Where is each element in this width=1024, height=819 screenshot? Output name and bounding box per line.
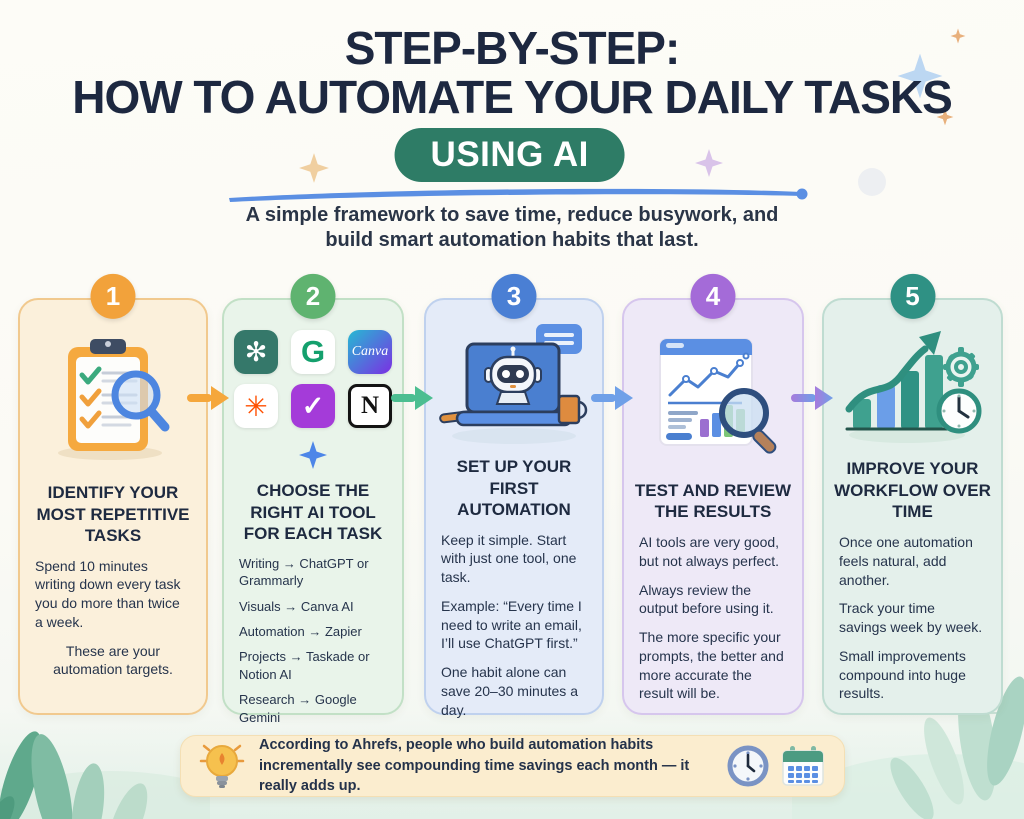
sparkle-icon bbox=[936, 108, 954, 126]
sparkle-icon bbox=[299, 153, 329, 183]
step-paragraph: Spend 10 minutes writing down every task… bbox=[35, 557, 181, 630]
tool-grid: ✻ G Canva ✳ ✓ N bbox=[234, 330, 392, 428]
step-number-badge: 1 bbox=[90, 273, 136, 319]
step-paragraph: The more specific your prompts, the bett… bbox=[639, 629, 784, 702]
step-number-badge: 3 bbox=[491, 273, 537, 319]
subtitle-line2: build smart automation habits that last. bbox=[325, 229, 699, 251]
step-title: IDENTIFY YOUR MOST REPETITIVE TASKS bbox=[36, 483, 190, 546]
underline-swoosh bbox=[229, 188, 808, 202]
subtitle: A simple framework to save time, reduce … bbox=[0, 203, 1024, 253]
step-paragraph: Research → Google Gemini bbox=[239, 692, 357, 725]
chart-review-magnifier-icon bbox=[638, 322, 788, 470]
canva-icon: Canva bbox=[348, 330, 392, 374]
step-paragraph: Small improvements compound into huge re… bbox=[839, 647, 966, 702]
using-ai-badge: USING AI bbox=[394, 128, 625, 182]
sparkle-icon bbox=[299, 441, 327, 469]
arrow-right-icon bbox=[391, 386, 433, 410]
step-title: TEST AND REVIEW THE RESULTS bbox=[634, 480, 792, 522]
sparkle-icon bbox=[897, 53, 943, 99]
decor-blob bbox=[858, 168, 886, 196]
banner-icons bbox=[726, 744, 826, 788]
step-number-badge: 5 bbox=[890, 273, 935, 319]
robot-laptop-icon bbox=[438, 322, 590, 446]
step-paragraph: Track your time savings week by week. bbox=[839, 600, 983, 635]
step-body: Once one automation feels natural, add a… bbox=[834, 533, 991, 713]
step-card-4: 4 bbox=[622, 273, 804, 715]
step-title: IMPROVE YOUR WORKFLOW OVER TIME bbox=[834, 459, 991, 522]
step-paragraph: Always review the output before using it… bbox=[639, 581, 774, 617]
gear-icon bbox=[942, 347, 979, 388]
arrow-right-icon bbox=[591, 386, 633, 410]
step-body: Writing → ChatGPT or Grammarly Visuals →… bbox=[234, 555, 392, 734]
footer-banner: According to Ahrefs, people who build au… bbox=[180, 735, 845, 797]
arrow-right-icon bbox=[187, 386, 229, 410]
calendar-icon bbox=[782, 746, 824, 786]
sparkle-icon bbox=[695, 149, 723, 177]
step-number-badge: 2 bbox=[290, 273, 336, 319]
step-paragraph: These are your automation targets. bbox=[53, 642, 173, 678]
clipboard-checklist-magnifier-icon bbox=[48, 322, 178, 472]
page-title-line1: STEP-BY-STEP: bbox=[344, 22, 681, 74]
zapier-icon: ✳ bbox=[234, 384, 278, 428]
subtitle-line1: A simple framework to save time, reduce … bbox=[245, 204, 779, 226]
step-card-5: 5 bbox=[822, 273, 1003, 715]
clock-icon bbox=[936, 388, 981, 434]
grammarly-icon: G bbox=[291, 330, 335, 374]
step-card-2: 2 ✻ G Canva ✳ ✓ N CHOOSE THE RIGHT AI TO… bbox=[222, 273, 404, 725]
step-paragraph: Projects → Taskade or Notion AI bbox=[239, 649, 370, 682]
step-paragraph: Once one automation feels natural, add a… bbox=[839, 534, 973, 588]
ai-tool-logos: ✻ G Canva ✳ ✓ N bbox=[234, 322, 392, 470]
step-number-badge: 4 bbox=[690, 273, 736, 319]
sparkle-icon bbox=[950, 28, 966, 44]
step-title: SET UP YOUR FIRST AUTOMATION bbox=[456, 457, 572, 520]
step-card-3: 3 bbox=[424, 273, 604, 718]
step-body: AI tools are very good, but not always p… bbox=[634, 533, 792, 713]
step-paragraph: Automation → Zapier bbox=[239, 623, 362, 639]
growth-chart-gear-clock-icon bbox=[837, 322, 989, 448]
task-check-icon: ✓ bbox=[291, 384, 335, 428]
step-paragraph: Visuals → Canva AI bbox=[239, 598, 354, 614]
clock-icon bbox=[727, 745, 769, 787]
step-body: Keep it simple. Start with just one tool… bbox=[436, 531, 592, 730]
step-paragraph: Writing → ChatGPT or Grammarly bbox=[239, 555, 369, 589]
lightbulb-icon bbox=[199, 744, 245, 788]
step-paragraph: AI tools are very good, but not always p… bbox=[639, 534, 780, 569]
banner-text: According to Ahrefs, people who build au… bbox=[259, 737, 690, 795]
notion-icon: N bbox=[348, 384, 392, 428]
step-title: CHOOSE THE RIGHT AI TOOL FOR EACH TASK bbox=[243, 481, 383, 544]
step-card-1: 1 IDENTIFY YOUR MOST REPETIT bbox=[18, 273, 208, 715]
step-paragraph: Example: “Every time I need to write an … bbox=[441, 597, 582, 652]
page-title-line2: HOW TO AUTOMATE YOUR DAILY TASKS bbox=[72, 71, 953, 123]
step-body: Spend 10 minutes writing down every task… bbox=[30, 557, 196, 690]
leaves-decoration bbox=[0, 731, 210, 819]
chatgpt-icon: ✻ bbox=[234, 330, 278, 374]
step-paragraph: One habit alone can save 20–30 minutes a… bbox=[441, 664, 578, 718]
arrow-right-icon bbox=[791, 386, 833, 410]
step-paragraph: Keep it simple. Start with just one tool… bbox=[441, 531, 577, 586]
